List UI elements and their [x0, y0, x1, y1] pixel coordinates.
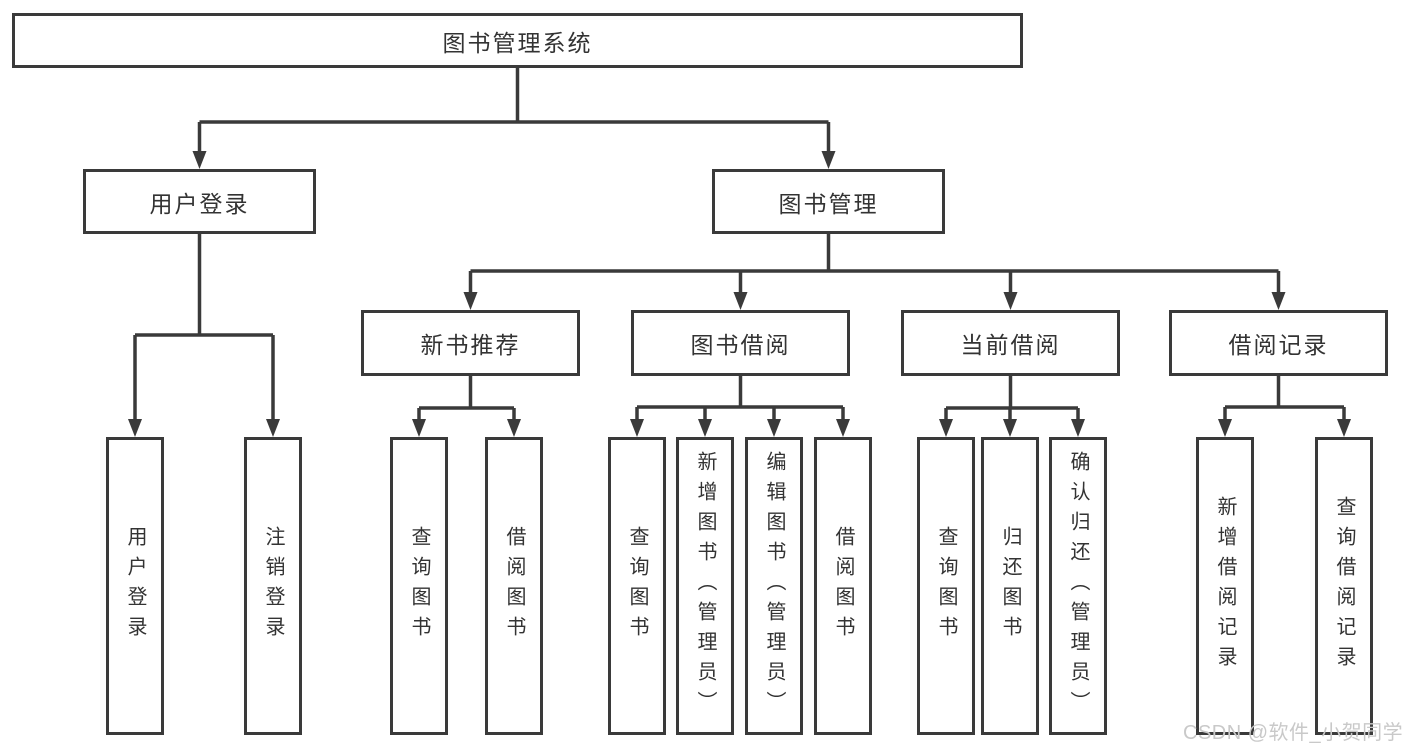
leaf-logout: 注销登录 — [244, 437, 302, 735]
leaf-rec-add-borrow-record: 新增借阅记录 — [1196, 437, 1254, 735]
arrowhead — [767, 419, 781, 437]
connector-user-login-branch — [128, 234, 280, 437]
arrowhead — [698, 419, 712, 437]
leaf-nb-query-books: 查询图书 — [390, 437, 448, 735]
leaf-cb-return-books: 归还图书 — [981, 437, 1039, 735]
connector-borrow-records-branch — [1218, 376, 1351, 437]
node-current-borrow: 当前借阅 — [901, 310, 1120, 376]
arrowhead — [463, 292, 478, 310]
arrowhead — [630, 419, 644, 437]
arrowhead — [192, 151, 207, 169]
arrowhead — [733, 292, 748, 310]
leaf-cb-query-books: 查询图书 — [917, 437, 975, 735]
node-book-borrow: 图书借阅 — [631, 310, 850, 376]
arrowhead — [507, 419, 521, 437]
node-root: 图书管理系统 — [12, 13, 1023, 68]
leaf-bb-query-books: 查询图书 — [608, 437, 666, 735]
leaf-nb-borrow-books: 借阅图书 — [485, 437, 543, 735]
leaf-user-login: 用户登录 — [106, 437, 164, 735]
connector-book-borrow-branch — [630, 376, 850, 437]
node-user-login: 用户登录 — [83, 169, 316, 234]
arrowhead — [1271, 292, 1286, 310]
connector-root-to-level2 — [192, 68, 836, 169]
node-book-management: 图书管理 — [712, 169, 945, 234]
leaf-bb-borrow-books: 借阅图书 — [814, 437, 872, 735]
arrowhead — [128, 419, 142, 437]
leaf-bb-edit-books-admin: 编辑图书（管理员） — [745, 437, 803, 735]
csdn-watermark: CSDN @软件_小贺同学 — [1183, 722, 1404, 744]
node-new-book-recommend: 新书推荐 — [361, 310, 580, 376]
arrowhead — [1071, 419, 1085, 437]
arrowhead — [939, 419, 953, 437]
connector-book-management-branch — [463, 234, 1286, 310]
node-borrow-records: 借阅记录 — [1169, 310, 1388, 376]
arrowhead — [821, 151, 836, 169]
arrowhead — [1337, 419, 1351, 437]
arrowhead — [412, 419, 426, 437]
connector-new-book-branch — [412, 376, 521, 437]
arrowhead — [1218, 419, 1232, 437]
arrowhead — [1003, 419, 1017, 437]
leaf-bb-add-books-admin: 新增图书（管理员） — [676, 437, 734, 735]
connector-current-borrow-branch — [939, 376, 1085, 437]
leaf-cb-confirm-return-admin: 确认归还（管理员） — [1049, 437, 1107, 735]
arrowhead — [266, 419, 280, 437]
leaf-rec-query-borrow-record: 查询借阅记录 — [1315, 437, 1373, 735]
arrowhead — [1003, 292, 1018, 310]
arrowhead — [836, 419, 850, 437]
